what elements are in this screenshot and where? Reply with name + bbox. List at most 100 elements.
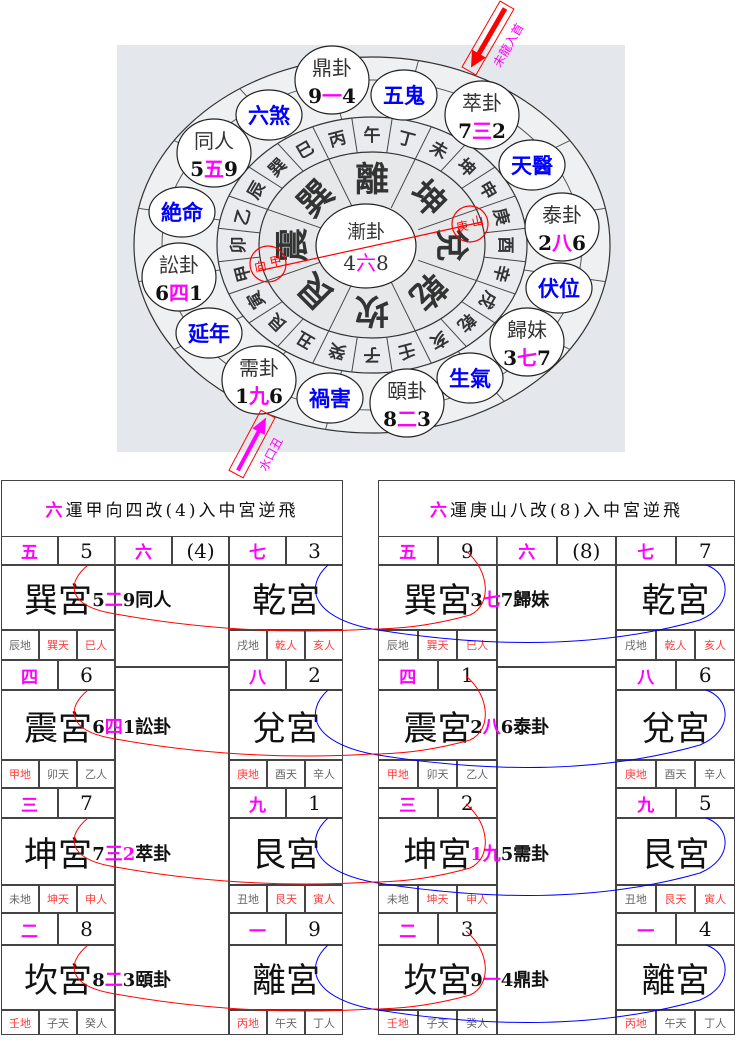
- palace-sub-cell: 亥人: [305, 630, 343, 660]
- gua-bubble: [489, 307, 565, 377]
- palace-sub-cell-text: 戌地: [237, 639, 259, 652]
- palace-sub-cell-text: 庚地: [237, 768, 259, 781]
- palace-star-cell-text: 九: [249, 795, 266, 816]
- facing-marker-char: 甲: [268, 253, 283, 269]
- water-arrow-frame: [228, 409, 276, 479]
- palace-sub-cell: 子天: [417, 1010, 458, 1035]
- palace-sub-cell: 寅人: [305, 885, 343, 913]
- star-bubble: [296, 372, 364, 424]
- gua-bubble: [444, 80, 520, 150]
- mountain-divider: [351, 337, 358, 372]
- palace-star-cell-text: 五: [21, 543, 38, 563]
- palace-sub-cell-text: 乙人: [466, 768, 489, 781]
- palace-number-cell: 1: [286, 788, 343, 818]
- hexagram-star: 四: [104, 717, 123, 738]
- star-bubble-label: 生氣: [449, 366, 491, 391]
- palace-sub-cell-text: 未地: [386, 893, 409, 906]
- hexagram-name: 訟卦: [135, 717, 172, 738]
- mountain-label: 辛: [489, 262, 514, 284]
- hexagram-label: 2八6泰卦: [470, 713, 549, 739]
- palace-sub-cell: 亥人: [695, 630, 735, 660]
- star-bubble-label: 禍害: [309, 386, 351, 411]
- center-gua-name: 漸卦: [347, 221, 385, 243]
- mountain-divider: [248, 166, 283, 189]
- water-arrow-head: [252, 417, 267, 435]
- gua-bubble-numbers: 2八6: [538, 231, 586, 255]
- mountain-label: 丁: [396, 128, 418, 152]
- mountain-label: 癸: [326, 338, 350, 363]
- dragon-arrow-frame: [461, 0, 515, 76]
- gua-a: 3: [503, 346, 517, 370]
- hexagram-star: 七: [482, 589, 501, 611]
- gua-b: 6: [572, 231, 586, 255]
- palace-star-cell-text: 五: [399, 543, 417, 563]
- palace-name-cell: 艮宮: [616, 818, 735, 885]
- palace-number-cell-text: 5: [698, 791, 712, 815]
- gua-star: 四: [169, 281, 189, 305]
- palace-name-cell-text: 坎宮: [24, 961, 92, 1001]
- palace-name-cell-text: 艮宮: [252, 835, 320, 875]
- gua-bubble: [369, 368, 445, 438]
- gua-b: 9: [224, 157, 238, 181]
- palace-star-cell-text: 七: [637, 543, 655, 563]
- palace-sub-cell: 戌地: [616, 630, 656, 660]
- palace-sub-cell-text: 辰地: [386, 639, 409, 652]
- palace-star-cell: 二: [378, 913, 438, 945]
- palace-name-cell: 乾宮: [616, 565, 735, 630]
- trigram-divider: [418, 208, 477, 231]
- gua-star: 九: [248, 384, 269, 408]
- trigram-label: 震: [273, 227, 313, 262]
- hexagram-a: 9: [470, 969, 483, 991]
- trigram-divider: [418, 259, 477, 282]
- hexagram-b: 4: [500, 969, 514, 991]
- trigram-label: 離: [355, 160, 389, 200]
- palace-sub-cell-text: 巽天: [47, 639, 69, 652]
- palace-sub-cell: 乾人: [267, 630, 305, 660]
- palace-name-cell-text: 巽宮: [403, 581, 472, 621]
- hexagram-star: 八: [482, 717, 501, 738]
- palace-star-cell-text: 三: [21, 795, 38, 816]
- palace-number-cell-text: 7: [698, 538, 712, 563]
- trigram-divider: [328, 281, 354, 332]
- palace-sub-cell-text: 丁人: [704, 1016, 727, 1030]
- gua-a: 2: [538, 231, 552, 255]
- palace-star-cell: 五: [378, 536, 438, 565]
- mountain-divider: [483, 256, 526, 263]
- palace-star-cell: 四: [378, 660, 438, 690]
- palace-sub-cell: 坤天: [39, 885, 77, 913]
- palace-sub-cell: 甲地: [378, 760, 418, 788]
- center-star-cell: 六: [497, 536, 557, 565]
- palace-sub-cell: 卯天: [417, 760, 458, 788]
- palace-sub-cell-text: 坤天: [47, 893, 69, 906]
- palace-sub-cell-text: 午天: [275, 1016, 297, 1030]
- palace-name-cell-text: 巽宮: [24, 581, 92, 621]
- gua-star: 一: [322, 84, 342, 108]
- palace-name-cell-text: 坤宮: [24, 835, 92, 875]
- gua-a: 7: [458, 119, 472, 143]
- palace-sub-cell-text: 乙人: [85, 768, 107, 781]
- mountain-divider: [476, 195, 516, 210]
- sitting-marker-char: 庚: [455, 218, 470, 235]
- palace-name-cell: 離宮: [229, 945, 343, 1010]
- palace-star-cell: 九: [616, 788, 676, 818]
- palace-sub-cell-text: 甲地: [386, 768, 409, 781]
- palace-sub-cell: 艮天: [655, 885, 696, 913]
- mountain-divider: [312, 126, 330, 160]
- facing-sitting-line: [257, 221, 483, 272]
- palace-sub-cell-text: 乾人: [275, 639, 297, 652]
- palace-sub-cell: 辛人: [695, 760, 735, 788]
- palace-sub-cell-text: 未地: [9, 893, 31, 906]
- palace-sub-cell: 乙人: [77, 760, 115, 788]
- compass-wheel: 午丁未坤申庚酉辛戌乾亥壬子癸丑艮寅甲卯乙辰巽巳丙離坤兌乾坎艮震巽漸卦4六8鼎卦9…: [117, 0, 625, 479]
- palace-sub-cell: 酉天: [655, 760, 696, 788]
- trigram-divider: [328, 158, 354, 209]
- mountain-divider: [228, 280, 268, 295]
- mountain-label: 乙: [232, 206, 256, 228]
- palace-sub-cell: 癸人: [77, 1010, 115, 1035]
- gua-star: 二: [397, 407, 417, 431]
- palace-star-cell-text: 三: [399, 795, 417, 816]
- center-box: [115, 565, 229, 667]
- palace-name-cell-text: 震宮: [403, 708, 472, 749]
- palace-sub-cell: 辰地: [378, 630, 418, 660]
- center-bubble: [315, 203, 417, 289]
